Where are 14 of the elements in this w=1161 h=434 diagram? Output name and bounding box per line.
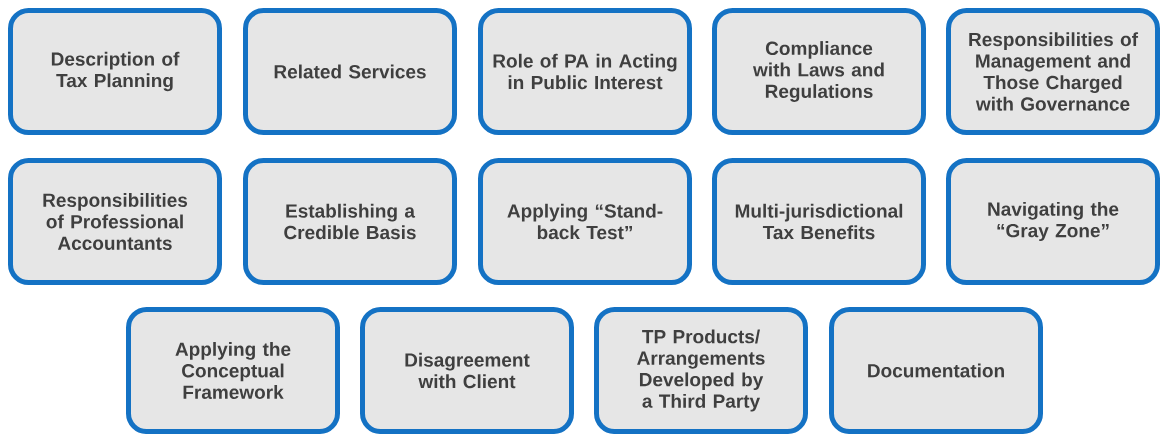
- topic-box: TP Products/ Arrangements Developed by a Third Party: [594, 307, 808, 434]
- topic-box: Navigating the “Gray Zone”: [946, 158, 1160, 285]
- topic-box: Compliance with Laws and Regulations: [712, 8, 926, 135]
- topic-box: Description of Tax Planning: [8, 8, 222, 135]
- topic-box: Responsibilities of Professional Accountants: [8, 158, 222, 285]
- topic-box: Applying “Stand-back Test”: [478, 158, 692, 285]
- topic-box: Establishing a Credible Basis: [243, 158, 457, 285]
- topic-box: Documentation: [829, 307, 1043, 434]
- topic-box: Applying the Conceptual Framework: [126, 307, 340, 434]
- topic-box: Related Services: [243, 8, 457, 135]
- topic-box: Multi-jurisdictional Tax Benefits: [712, 158, 926, 285]
- topic-box: Role of PA in Acting in Public Interest: [478, 8, 692, 135]
- topic-box: Responsibilities of Management and Those Charged with Governance: [946, 8, 1160, 135]
- topic-box: Disagreement with Client: [360, 307, 574, 434]
